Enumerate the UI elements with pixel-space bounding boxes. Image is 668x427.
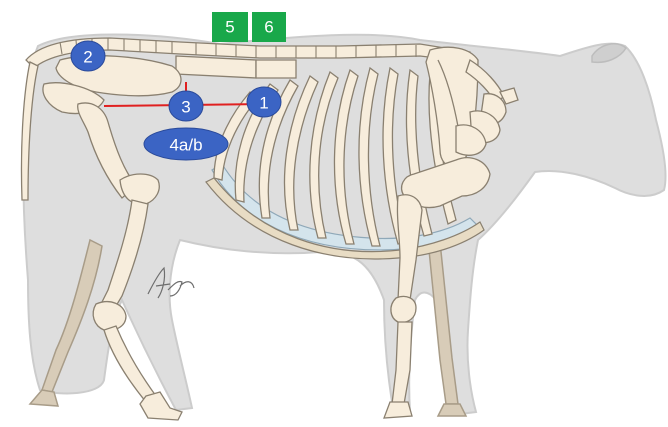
- marker-4ab: 4a/b: [144, 128, 228, 160]
- marker-3: 3: [169, 91, 203, 121]
- marker-2: 2: [71, 41, 105, 71]
- box-5-label: 5: [225, 18, 234, 37]
- marker-1-label: 1: [259, 94, 268, 113]
- box-6: 6: [252, 12, 286, 42]
- marker-4ab-label: 4a/b: [169, 136, 202, 155]
- box-5: 5: [212, 12, 248, 42]
- marker-3-label: 3: [181, 98, 190, 117]
- box-6-label: 6: [264, 18, 273, 37]
- marker-1: 1: [247, 87, 281, 117]
- marker-2-label: 2: [83, 48, 92, 67]
